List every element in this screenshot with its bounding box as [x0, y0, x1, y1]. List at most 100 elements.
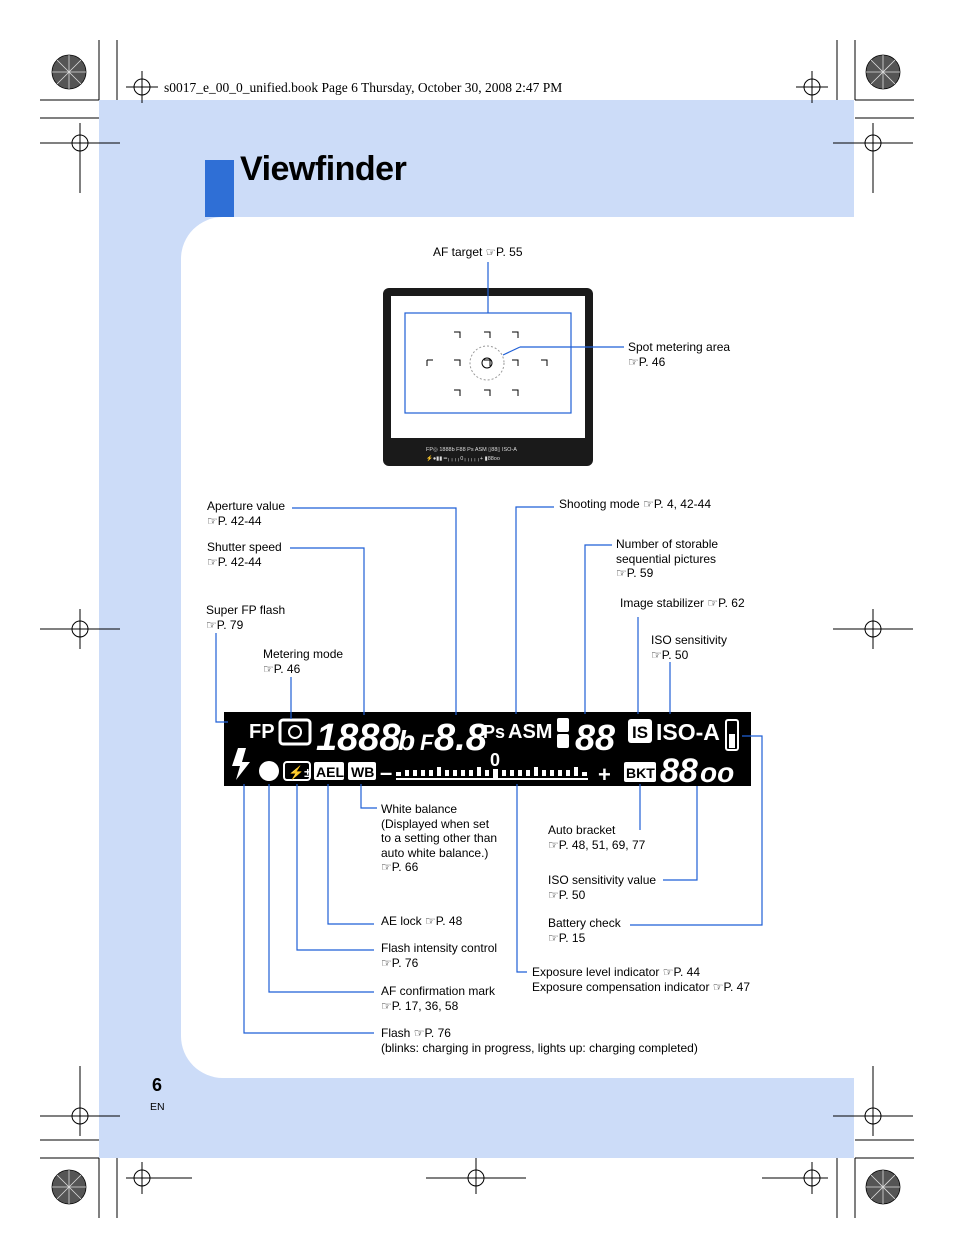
- spot-circle: [481, 357, 493, 369]
- label-name: AE lock: [381, 914, 422, 928]
- lcd-aperture: 8.8: [434, 717, 488, 759]
- label-ref: P. 42-44: [217, 554, 262, 569]
- label-ref: P. 17, 36, 58: [391, 998, 459, 1013]
- label-shooting-mode: Shooting mode ☞P. 4, 42-44: [559, 497, 711, 512]
- label-name: Auto bracket: [548, 823, 616, 837]
- book-reference-icon: ☞: [485, 247, 497, 259]
- book-reference-icon: ☞: [425, 914, 436, 928]
- label-stabilizer: Image stabilizer ☞P. 62: [620, 596, 745, 611]
- lcd-iso-tail: oo: [700, 757, 734, 786]
- book-reference-icon: ☞: [381, 998, 392, 1013]
- book-reference-icon: ☞: [206, 617, 217, 632]
- label-ref: P. 50: [558, 887, 586, 902]
- book-reference-icon: ☞: [207, 513, 218, 528]
- label-metering: Metering mode ☞P. 46: [263, 647, 343, 676]
- label-name: Metering mode: [263, 647, 344, 661]
- label-ref: P. 48, 51, 69, 77: [558, 837, 646, 852]
- lcd-bkt: BKT: [626, 765, 655, 781]
- svg-text:FP◎ 1888b F88 Ps ASM ▯88▯ ISO-: FP◎ 1888b F88 Ps ASM ▯88▯ ISO-A: [426, 447, 517, 453]
- title-accent-bar: [205, 160, 234, 217]
- lcd-fp: FP: [249, 721, 275, 743]
- label-note: (blinks: charging in progress, lights up…: [381, 1040, 698, 1055]
- label-battery: Battery check ☞P. 15: [548, 916, 621, 945]
- lcd-plus: +: [598, 762, 611, 786]
- lcd-bkt-box: [624, 762, 656, 782]
- lcd-shutter: 1888: [316, 717, 401, 759]
- page-language: EN: [150, 1101, 165, 1113]
- label-flash-intensity: Flash intensity control ☞P. 76: [381, 941, 497, 970]
- center-circle: [469, 345, 505, 381]
- book-reference-icon: ☞: [712, 979, 724, 994]
- svg-text:⚡±: ⚡±: [288, 765, 311, 781]
- label-name: AF target: [433, 245, 483, 259]
- label-ref: P. 55: [496, 245, 523, 259]
- label-af-target: AF target ☞P. 55: [433, 245, 523, 261]
- lcd-ps: Ps: [483, 722, 505, 742]
- book-reference-icon: ☞: [662, 965, 674, 979]
- book-reference-icon: ☞: [207, 554, 218, 569]
- page-title: Viewfinder: [240, 150, 407, 188]
- lcd-iso-value: 88: [660, 752, 698, 786]
- label-name: Image stabilizer: [620, 596, 705, 610]
- label-ref-2: P. 47: [723, 979, 751, 994]
- label-name: Flash intensity control: [381, 941, 498, 955]
- label-ref: P. 50: [661, 647, 689, 662]
- lcd-exposure-scale: [396, 767, 588, 780]
- book-reference-icon: ☞: [616, 566, 627, 580]
- lcd-wb: WB: [351, 764, 374, 780]
- lcd-is-box: [628, 719, 652, 743]
- lcd-metering-icon: [278, 718, 312, 746]
- label-storable: Number of storable sequential pictures ☞…: [616, 537, 718, 581]
- label-exposure: Exposure level indicator ☞P. 44 Exposure…: [532, 965, 750, 994]
- print-header: s0017_e_00_0_unified.book Page 6 Thursda…: [164, 80, 563, 95]
- label-name: ISO sensitivity: [651, 633, 728, 647]
- label-super-fp: Super FP flash ☞P. 79: [206, 603, 285, 632]
- label-ref: P. 4, 42-44: [653, 497, 712, 511]
- label-af-confirm: AF confirmation mark ☞P. 17, 36, 58: [381, 984, 495, 1013]
- book-reference-icon: ☞: [413, 1026, 425, 1040]
- label-name: Exposure level indicator: [532, 965, 660, 979]
- label-name-line2: sequential pictures: [616, 551, 717, 566]
- label-aperture: Aperture value ☞P. 42-44: [207, 499, 285, 528]
- label-white-balance: White balance (Displayed when set to a s…: [381, 802, 497, 875]
- label-ref: P. 46: [273, 661, 301, 676]
- book-reference-icon: ☞: [548, 930, 559, 945]
- lcd-f: F: [420, 730, 434, 755]
- book-reference-icon: ☞: [381, 860, 392, 874]
- lcd-af-confirm: [259, 761, 279, 781]
- label-name: Shutter speed: [207, 540, 282, 554]
- label-ref: P. 76: [391, 955, 419, 970]
- label-ref: P. 76: [424, 1026, 451, 1040]
- book-reference-icon: ☞: [651, 647, 662, 662]
- label-ref: P. 79: [216, 617, 244, 632]
- label-ref: P. 59: [626, 566, 654, 580]
- lcd-flash-comp: [283, 761, 311, 781]
- viewfinder-screen: [391, 296, 585, 438]
- lcd-ael-box: [314, 762, 344, 780]
- book-reference-icon: ☞: [548, 837, 559, 852]
- label-name: AF confirmation mark: [381, 984, 496, 998]
- af-target-points: [426, 331, 548, 396]
- label-name: Flash: [381, 1026, 411, 1040]
- lcd-shutter-suffix: b: [398, 725, 415, 756]
- lcd-zero: 0: [490, 750, 500, 770]
- book-reference-icon: ☞: [628, 354, 639, 369]
- label-name: Super FP flash: [206, 603, 286, 617]
- label-name: Shooting mode: [559, 497, 640, 511]
- lcd-storable: 88: [575, 717, 615, 758]
- lcd-ael: AEL: [316, 764, 344, 780]
- label-name: ISO sensitivity value: [548, 873, 657, 887]
- label-ae-lock: AE lock ☞P. 48: [381, 914, 462, 929]
- label-spot-metering: Spot metering area ☞P. 46: [628, 340, 730, 369]
- label-note-2: to a setting other than: [381, 831, 498, 845]
- lcd-asm: ASM: [508, 721, 552, 743]
- label-iso-value: ISO sensitivity value ☞P. 50: [548, 873, 656, 902]
- lcd-display: FP 1888 b F 8.8 Ps ASM 88 IS ISO-A ⚡± AE…: [232, 717, 739, 786]
- label-ref: P. 48: [435, 914, 463, 928]
- label-shutter: Shutter speed ☞P. 42-44: [207, 540, 282, 569]
- book-reference-icon: ☞: [643, 497, 654, 511]
- book-reference-icon: ☞: [263, 661, 274, 676]
- label-flash: Flash ☞P. 76 (blinks: charging in progre…: [381, 1026, 698, 1055]
- book-reference-icon: ☞: [707, 596, 719, 610]
